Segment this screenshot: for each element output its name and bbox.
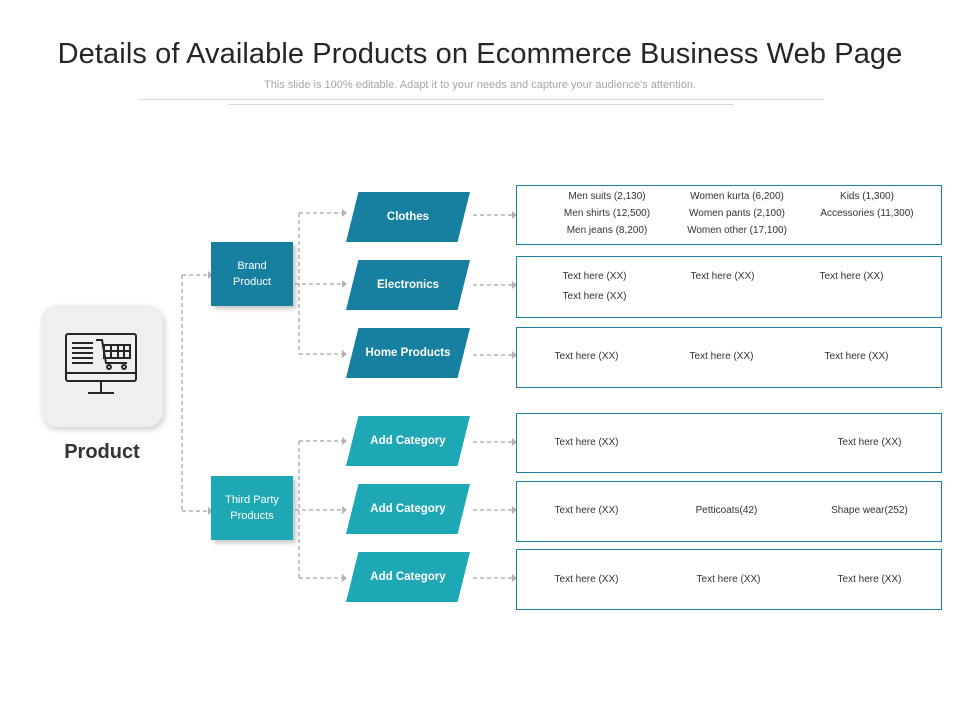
slide-title: Details of Available Products on Ecommer… xyxy=(57,38,903,70)
details-box-add-category-3: Text here (XX) Text here (XX) Text here … xyxy=(516,549,942,610)
title-divider-bottom xyxy=(228,104,734,105)
slide-subtitle: This slide is 100% editable. Adapt it to… xyxy=(264,79,696,91)
product-card xyxy=(41,305,163,427)
group-brand-product: Brand Product xyxy=(211,242,293,306)
detail-text: Text here (XX) xyxy=(837,574,902,585)
detail-text: Kids (1,300) xyxy=(840,191,894,202)
details-box-electronics: Text here (XX) Text here (XX) Text here … xyxy=(516,256,942,318)
details-box-home-products: Text here (XX) Text here (XX) Text here … xyxy=(516,327,942,388)
group-third-party-products: Third Party Products xyxy=(211,476,293,540)
category-add-3: Add Category xyxy=(346,552,470,602)
detail-text: Men shirts (12,500) xyxy=(563,208,651,219)
details-box-add-category-1: Text here (XX) Text here (XX) xyxy=(516,413,942,473)
category-home-products: Home Products xyxy=(346,328,470,378)
title-divider-top xyxy=(138,99,824,100)
detail-text: Text here (XX) xyxy=(689,351,754,362)
detail-text: Text here (XX) xyxy=(562,271,627,282)
detail-text: Accessories (11,300) xyxy=(820,208,914,219)
detail-text: Women other (17,100) xyxy=(687,225,787,236)
group-label: Third Party Products xyxy=(225,494,279,522)
detail-text: Text here (XX) xyxy=(562,291,627,302)
detail-text: Text here (XX) xyxy=(824,351,889,362)
detail-text: Text here (XX) xyxy=(819,271,884,282)
detail-text: Women pants (2,100) xyxy=(689,208,785,219)
detail-text: Text here (XX) xyxy=(554,351,619,362)
details-box-add-category-2: Text here (XX) Petticoats(42) Shape wear… xyxy=(516,481,942,542)
category-electronics: Electronics xyxy=(346,260,470,310)
detail-text: Text here (XX) xyxy=(837,437,902,448)
category-add-2: Add Category xyxy=(346,484,470,534)
category-clothes: Clothes xyxy=(346,192,470,242)
category-label: Home Products xyxy=(365,347,451,359)
category-label: Add Category xyxy=(370,435,446,447)
detail-text: Text here (XX) xyxy=(554,574,619,585)
detail-text: Women kurta (6,200) xyxy=(690,191,784,202)
detail-text: Shape wear(252) xyxy=(831,505,908,516)
detail-text: Men jeans (8,200) xyxy=(566,225,648,236)
category-label: Electronics xyxy=(377,279,439,291)
details-box-clothes: Men suits (2,130) Women kurta (6,200) Ki… xyxy=(516,185,942,245)
category-label: Add Category xyxy=(370,571,446,583)
product-label: Product xyxy=(64,441,140,463)
detail-text: Text here (XX) xyxy=(554,437,619,448)
computer-shopping-cart-icon xyxy=(65,333,137,394)
detail-text: Text here (XX) xyxy=(690,271,755,282)
group-label: Brand Product xyxy=(233,260,271,288)
detail-text: Text here (XX) xyxy=(554,505,619,516)
category-label: Clothes xyxy=(386,211,430,223)
detail-text: Petticoats(42) xyxy=(695,505,758,516)
category-label: Add Category xyxy=(370,503,446,515)
detail-text: Men suits (2,130) xyxy=(568,191,646,202)
detail-text: Text here (XX) xyxy=(696,574,761,585)
category-add-1: Add Category xyxy=(346,416,470,466)
